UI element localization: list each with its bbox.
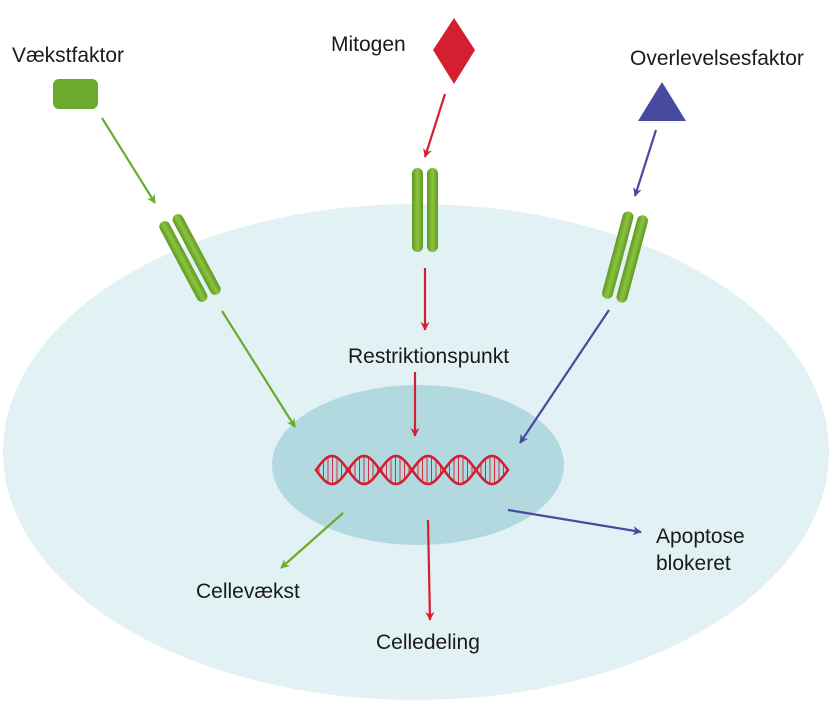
arrow-receptor-to-nucleus-green — [221, 310, 296, 428]
label-restriction-point: Restriktionspunkt — [348, 345, 510, 368]
label-apoptosis-line1: Apoptose — [656, 525, 745, 548]
survival-factor-triangle-icon — [638, 82, 686, 121]
arrow-growthfactor-to-receptor — [101, 117, 156, 204]
arrow-survivalfactor-to-receptor — [633, 129, 658, 197]
arrow-to-apoptosis-blocked — [507, 508, 642, 536]
receptor-left-icon — [159, 214, 221, 302]
label-cell-growth: Cellevækst — [196, 580, 300, 603]
arrow-receptor-to-nucleus-blue — [519, 309, 610, 444]
label-growth-factor: Vækstfaktor — [12, 44, 125, 67]
arrow-to-celldivision — [425, 519, 435, 621]
arrow-mitogen-to-receptor — [423, 93, 447, 158]
growth-factor-icon — [53, 79, 98, 109]
label-mitogen: Mitogen — [331, 33, 406, 56]
mitogen-diamond-icon — [433, 18, 475, 84]
label-survival-factor: Overlevelsesfaktor — [630, 47, 804, 70]
receptor-middle-icon — [412, 168, 438, 252]
arrow-to-cellgrowth — [280, 512, 344, 569]
dna-helix-icon — [314, 454, 510, 486]
dna-strand-2 — [314, 454, 510, 486]
label-cell-division: Celledeling — [376, 631, 480, 654]
label-apoptosis-line2: blokeret — [656, 552, 731, 575]
receptor-right-icon — [602, 211, 648, 303]
